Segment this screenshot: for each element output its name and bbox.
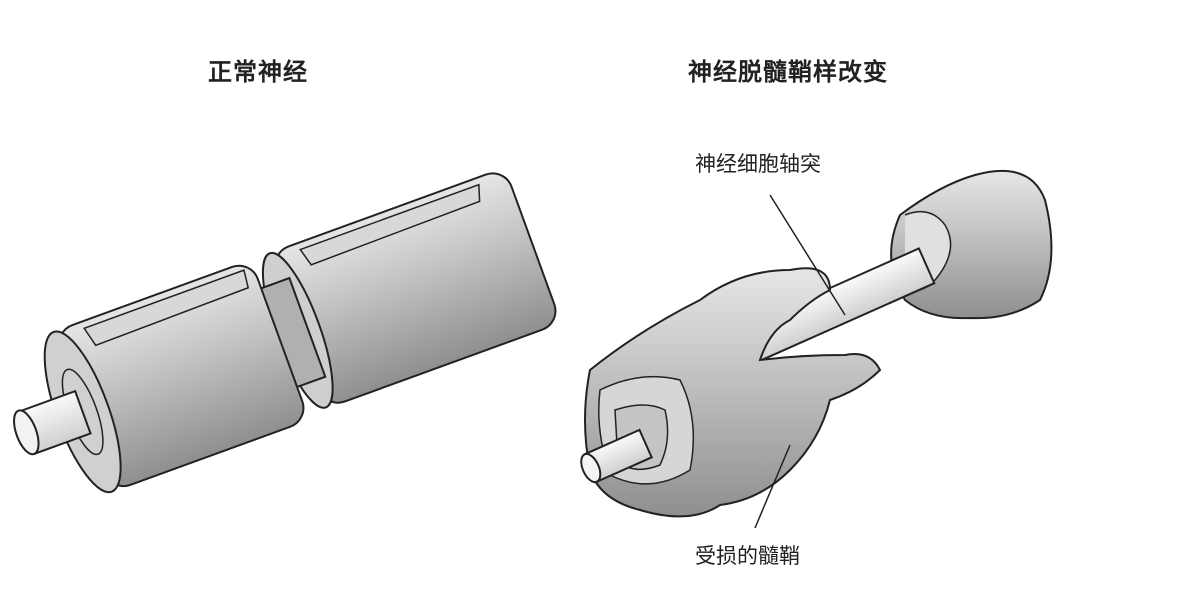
axon-pointer [769, 194, 846, 316]
normal-nerve-title: 正常神经 [208, 58, 308, 86]
normal-nerve [13, 172, 557, 494]
axon-label: 神经细胞轴突 [695, 152, 821, 176]
myelin-pointer [754, 444, 791, 529]
demyelination-title: 神经脱髓鞘样改变 [688, 58, 888, 86]
axon-stub [13, 389, 92, 456]
damaged-myelin-label: 受损的髓鞘 [695, 544, 800, 568]
demyelinated-nerve [580, 169, 1053, 529]
